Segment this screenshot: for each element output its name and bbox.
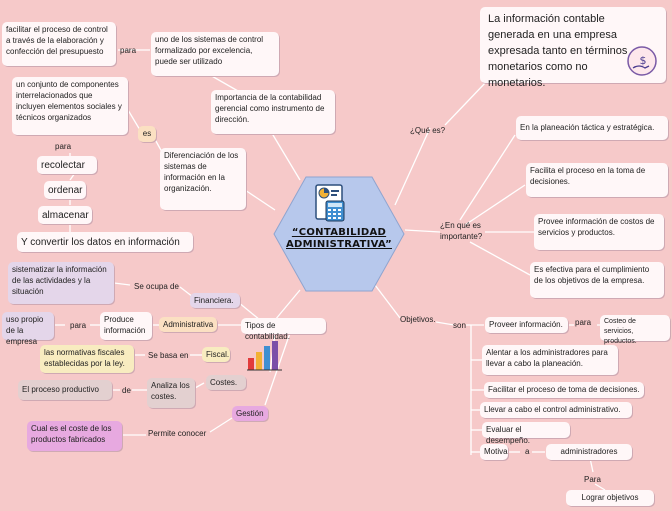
label-a: a: [525, 446, 529, 457]
node-ordenar[interactable]: ordenar: [44, 181, 86, 199]
node-coste-productos[interactable]: Cual es el coste de los productos fabric…: [27, 421, 122, 451]
label-permite-conocer: Permite conocer: [148, 428, 206, 439]
label-se-ocupa: Se ocupa de: [134, 281, 179, 292]
accounting-calculator-icon: [312, 183, 348, 223]
label-son: son: [453, 320, 466, 331]
label-para-1: para: [120, 45, 136, 56]
node-llevar-control[interactable]: Llevar a cabo el control administrativo.: [480, 402, 632, 418]
node-lograr-objetivos[interactable]: Lograr objetivos: [566, 490, 654, 506]
node-evaluar-desempeno[interactable]: Evaluar el desempeño.: [482, 422, 570, 438]
money-hand-icon: $: [627, 46, 657, 76]
label-para-2: para: [55, 141, 71, 152]
node-sistematizar[interactable]: sistematizar la información de las activ…: [8, 262, 114, 304]
node-administradores[interactable]: administradores: [546, 444, 632, 460]
node-administrativa[interactable]: Administrativa: [159, 317, 217, 332]
node-motiva[interactable]: Motiva: [480, 444, 508, 460]
label-objetivos: Objetivos.: [400, 314, 436, 325]
node-efectiva-objetivos[interactable]: Es efectiva para el cumplimiento de los …: [530, 262, 664, 298]
node-analiza-costes[interactable]: Analiza los costes.: [147, 378, 195, 408]
node-importancia[interactable]: Importancia de la contabilidad gerencial…: [211, 90, 335, 134]
central-topic[interactable]: “CONTABILIDAD ADMINISTRATIVA”: [272, 175, 406, 293]
node-facilita-decisiones[interactable]: Facilita el proceso en la toma de decisi…: [526, 163, 668, 197]
node-planeacion[interactable]: En la planeación táctica y estratégica.: [516, 116, 668, 140]
label-de: de: [122, 385, 131, 396]
node-financiera[interactable]: Financiera.: [190, 293, 240, 308]
node-provee-costos[interactable]: Provee información de costos de servicio…: [534, 214, 664, 250]
node-conjunto-componentes[interactable]: un conjunto de componentes interrelacion…: [12, 77, 128, 135]
node-proceso-productivo[interactable]: El proceso productivo: [18, 380, 112, 400]
node-convertir-datos[interactable]: Y convertir los datos en información: [17, 232, 193, 252]
svg-text:$: $: [640, 54, 647, 67]
node-gestion[interactable]: Gestión: [232, 406, 268, 421]
node-costeo-servicios[interactable]: Costeo de servicios, productos.: [600, 315, 670, 341]
node-alentar-administradores[interactable]: Alentar a los administradores para lleva…: [482, 345, 618, 375]
node-uso-propio[interactable]: uso propio de la empresa: [2, 312, 54, 340]
node-facilitar-control[interactable]: facilitar el proceso de control a través…: [2, 22, 116, 66]
label-para-4: para: [575, 317, 591, 328]
node-proveer-informacion[interactable]: Proveer información.: [485, 317, 568, 333]
label-en-que-importante: ¿En qué es importante?: [440, 220, 490, 242]
node-tipos-contabilidad[interactable]: Tipos de contabilidad.: [241, 318, 326, 334]
chart-graph-icon: [246, 338, 286, 372]
node-costes[interactable]: Costes.: [206, 375, 246, 390]
label-es: es: [138, 126, 156, 142]
central-title: “CONTABILIDAD ADMINISTRATIVA”: [280, 227, 398, 251]
node-recolectar[interactable]: recolectar: [37, 156, 97, 174]
label-para-5: Para: [584, 474, 601, 485]
node-normativas-fiscales[interactable]: las normativas fiscales establecidas por…: [40, 345, 134, 373]
label-para-3: para: [70, 320, 86, 331]
node-diferenciacion[interactable]: Diferenciación de los sistemas de inform…: [160, 148, 246, 210]
node-facilitar-decisiones[interactable]: Facilitar el proceso de toma de decision…: [484, 382, 644, 398]
label-que-es: ¿Qué es?: [410, 125, 445, 136]
node-sistema-control[interactable]: uno de los sistemas de control formaliza…: [151, 32, 279, 76]
node-almacenar[interactable]: almacenar: [38, 206, 92, 224]
label-se-basa: Se basa en: [148, 350, 188, 361]
node-produce-informacion[interactable]: Produce información: [100, 312, 152, 340]
node-fiscal[interactable]: Fiscal.: [202, 347, 230, 362]
